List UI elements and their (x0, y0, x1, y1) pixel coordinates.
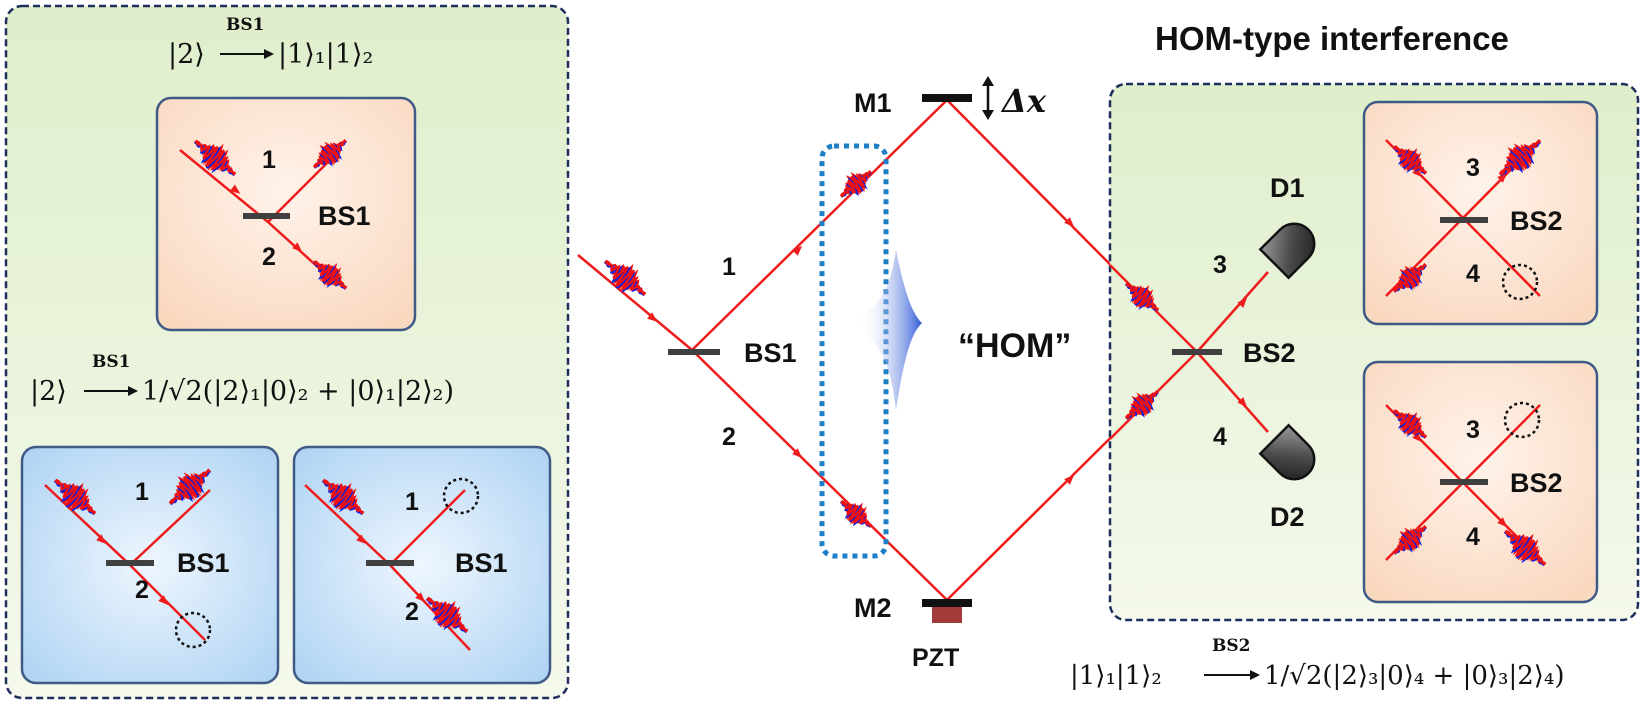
wavepacket (321, 478, 365, 516)
port-4-label: 4 (1466, 523, 1480, 551)
wave-red (194, 140, 236, 176)
wave-red (1393, 525, 1427, 555)
equation-mid-left: |2⟩ BS1 1/√2(|2⟩₁|0⟩₂ + |0⟩₁|2⟩₂) (30, 352, 454, 407)
delta-x-label: Δx (1000, 82, 1047, 120)
wavepacket (839, 169, 873, 198)
pzt-label: PZT (912, 644, 959, 672)
wavepacket (839, 499, 873, 528)
m2-label: M2 (854, 593, 892, 623)
panel-a-beams (44, 484, 211, 641)
m1-label: M1 (854, 88, 892, 118)
delta-x-arrow (982, 76, 994, 120)
svg-text:|1⟩₁|1⟩₂: |1⟩₁|1⟩₂ (278, 39, 373, 70)
panel-b-beams (304, 484, 471, 651)
detector-d2 (1258, 423, 1316, 481)
wavepacket (1392, 263, 1427, 293)
svg-text:|2⟩: |2⟩ (168, 39, 205, 70)
arm-2-label: 2 (722, 423, 736, 451)
port-2-label: 2 (135, 576, 149, 604)
bs2-label: BS2 (1510, 206, 1563, 236)
svg-text:1/√2(|2⟩₁|0⟩₂ + |0⟩₁|2⟩₂): 1/√2(|2⟩₁|0⟩₂ + |0⟩₁|2⟩₂) (142, 376, 454, 407)
port-3-label: 3 (1466, 416, 1480, 444)
wavepacket (1124, 390, 1159, 420)
svg-text:BS1: BS1 (92, 352, 130, 372)
bs2-label: BS2 (1510, 468, 1563, 498)
bs1-label: BS1 (318, 201, 371, 231)
port-1-label: 1 (405, 488, 419, 516)
svg-text:|2⟩: |2⟩ (30, 376, 67, 407)
wavepacket (168, 468, 212, 506)
svg-text:|1⟩₁|1⟩₂: |1⟩₁|1⟩₂ (1070, 661, 1162, 691)
vacuum-circle (174, 611, 212, 649)
d2-label: D2 (1270, 502, 1305, 532)
wavepacket (1498, 139, 1542, 177)
wave-red (1393, 145, 1427, 175)
wavepacket (312, 139, 347, 169)
wave-red (54, 479, 96, 515)
wave-red (1125, 390, 1159, 420)
port-1-label: 1 (135, 478, 149, 506)
wave-red (840, 170, 872, 198)
hom-label: “HOM” (958, 327, 1071, 365)
wavepacket (193, 139, 237, 177)
vacuum-circle (1501, 263, 1539, 301)
wave-red (322, 479, 364, 515)
port-2-label: 2 (405, 598, 419, 626)
wavepacket (1392, 525, 1427, 555)
wave-red (1393, 263, 1427, 293)
wave-red (840, 500, 872, 528)
port-2-label: 2 (262, 243, 276, 271)
wavepacket (53, 478, 97, 516)
wavepacket (603, 259, 647, 297)
bs1-label: BS1 (177, 548, 230, 578)
bs1-label: BS1 (455, 548, 508, 578)
vacuum-circle (442, 477, 480, 515)
port-3-label: 3 (1213, 251, 1227, 279)
wavepacket (1125, 282, 1160, 312)
panel-both-to-2 (292, 445, 552, 685)
equation-top-left: |2⟩ BS1 |1⟩₁|1⟩₂ (168, 15, 373, 70)
wave-red (1504, 530, 1546, 566)
wavepacket (1393, 145, 1428, 175)
wavepacket (425, 596, 469, 634)
photon-pair-selection (819, 143, 889, 559)
wave-red (604, 260, 646, 296)
title: HOM-type interference (1155, 20, 1509, 57)
vacuum-circle (1503, 401, 1541, 439)
port-4-label: 4 (1466, 260, 1480, 288)
equation-bottom-right: |1⟩₁|1⟩₂ BS2 1/√2(|2⟩₃|0⟩₄ + |0⟩₃|2⟩₄) (1070, 636, 1565, 691)
wavepacket (313, 260, 348, 290)
wave-red (313, 139, 347, 169)
arm-1-label: 1 (722, 253, 736, 281)
port-3-label: 3 (1466, 154, 1480, 182)
svg-text:1/√2(|2⟩₃|0⟩₄ + |0⟩₃|2⟩₄): 1/√2(|2⟩₃|0⟩₄ + |0⟩₃|2⟩₄) (1264, 661, 1565, 691)
detector-d1 (1258, 222, 1316, 280)
wave-red (1125, 282, 1159, 312)
wave-red (1393, 409, 1427, 439)
bs2-label: BS2 (1243, 338, 1296, 368)
wave-red (313, 260, 347, 290)
wavepacket (1503, 529, 1547, 567)
hom-arrow (860, 250, 922, 410)
svg-text:BS1: BS1 (226, 15, 264, 35)
port-4-label: 4 (1213, 423, 1227, 451)
svg-text:BS2: BS2 (1212, 636, 1250, 656)
port-1-label: 1 (262, 146, 276, 174)
wavepacket (1393, 409, 1428, 439)
bs1-label: BS1 (744, 338, 797, 368)
wave-red (169, 469, 211, 505)
wave-red (426, 597, 468, 633)
d1-label: D1 (1270, 173, 1305, 203)
pzt-block (932, 607, 962, 623)
wave-red (1499, 140, 1541, 176)
